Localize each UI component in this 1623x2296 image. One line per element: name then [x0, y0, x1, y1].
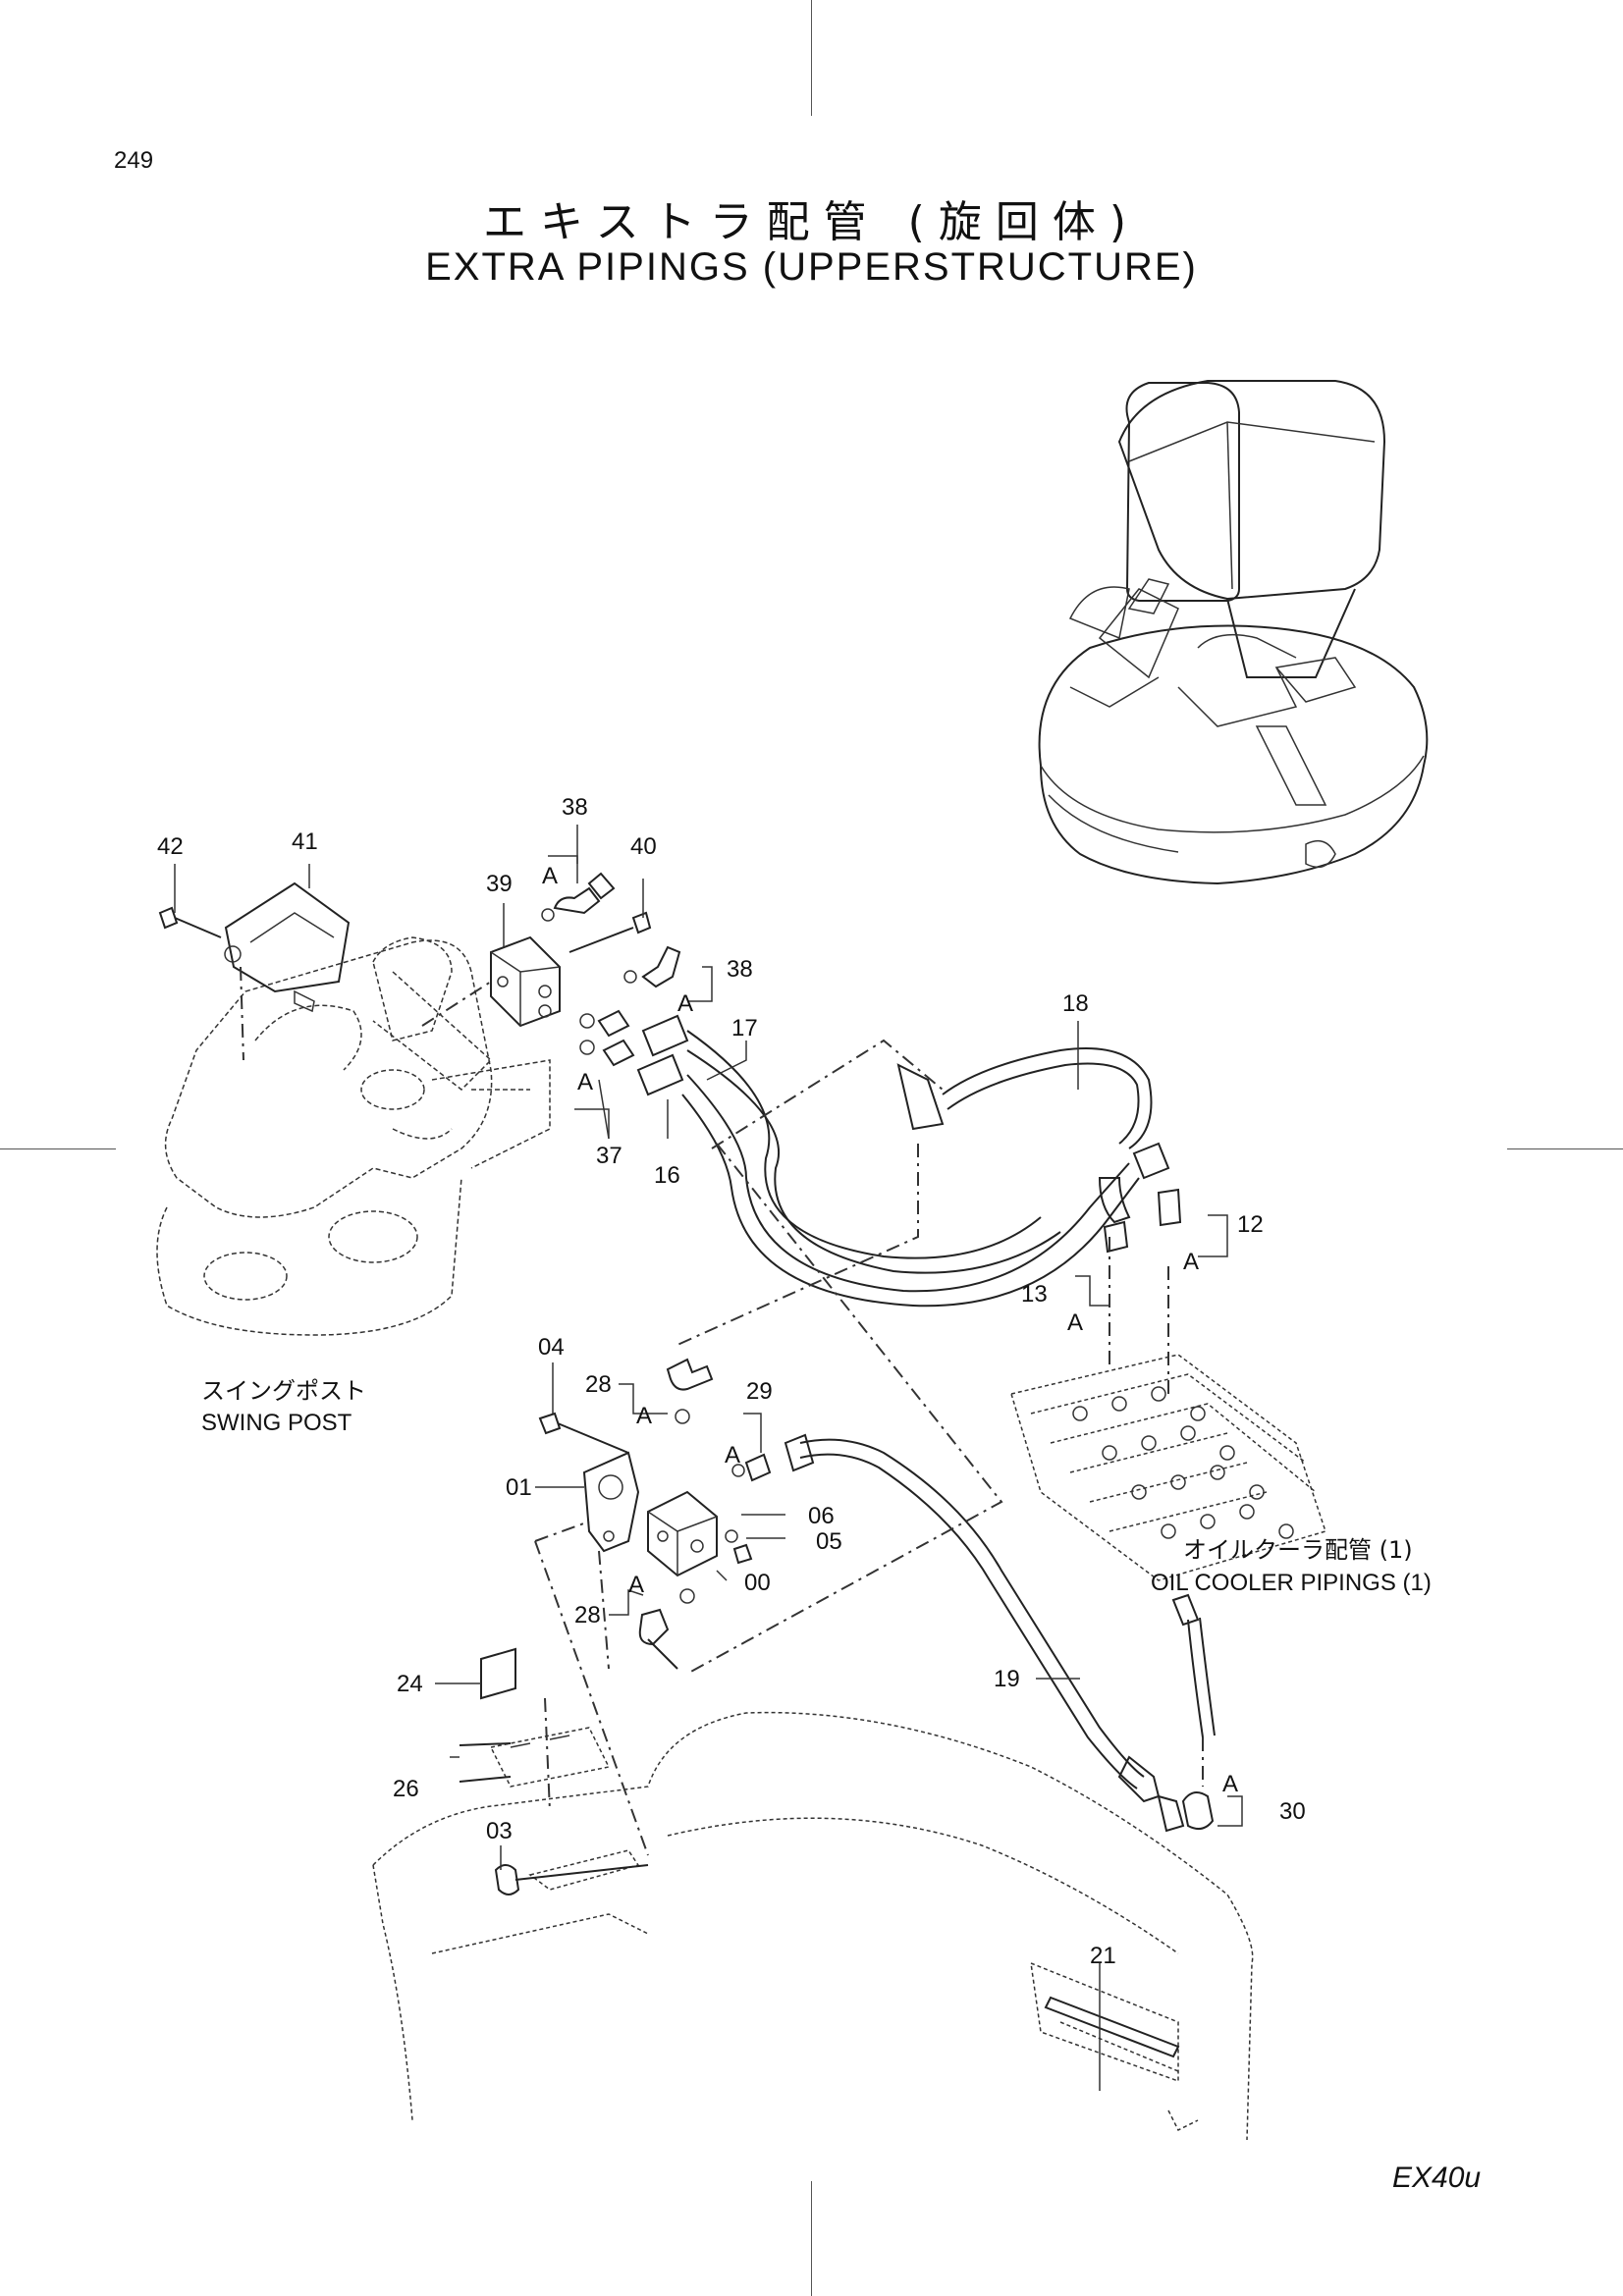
crop-mark-right: [1507, 1148, 1623, 1149]
machine-overview-illustration: [1038, 380, 1429, 885]
label-21: 21: [1090, 1943, 1116, 1969]
label-13: 13: [1021, 1281, 1048, 1308]
plate-part-24-26-03: [459, 1647, 649, 1896]
ref-mark-a: A: [1067, 1309, 1083, 1336]
page-number: 249: [114, 147, 154, 174]
leader-lines: [174, 825, 1243, 1973]
label-00: 00: [744, 1570, 771, 1596]
control-valve-bank: [1010, 1237, 1326, 1581]
label-26: 26: [393, 1776, 419, 1802]
label-39: 39: [486, 871, 513, 897]
ref-mark-a: A: [577, 1069, 593, 1095]
label-05: 05: [816, 1528, 842, 1555]
swing-post-illustration: [156, 936, 551, 1336]
swing-post-caption-en: SWING POST: [201, 1410, 352, 1436]
hoses-part-16-17-18: [681, 1030, 1182, 1308]
rail-part-21: [1044, 1973, 1180, 2091]
bolt-part-04: [538, 1412, 629, 1454]
ref-mark-a: A: [1222, 1771, 1238, 1797]
crop-mark-top: [811, 0, 812, 116]
label-12: 12: [1237, 1211, 1264, 1238]
page-title-english: EXTRA PIPINGS (UPPERSTRUCTURE): [425, 245, 1198, 289]
ref-mark-a: A: [542, 863, 558, 889]
fittings-part-28-29-05-06: [638, 1358, 772, 1670]
model-name: EX40u: [1392, 2162, 1482, 2194]
crop-mark-left: [0, 1148, 116, 1149]
label-17: 17: [731, 1015, 758, 1041]
label-30: 30: [1279, 1798, 1306, 1825]
crop-mark-bottom: [811, 2181, 812, 2296]
bracket-part-01: [582, 1451, 640, 1553]
label-42: 42: [157, 833, 184, 860]
label-40: 40: [630, 833, 657, 860]
label-37: 37: [596, 1143, 622, 1169]
label-03: 03: [486, 1818, 513, 1844]
ref-mark-a: A: [725, 1442, 740, 1468]
ref-mark-a: A: [628, 1572, 644, 1598]
label-06: 06: [808, 1503, 835, 1529]
ref-mark-a: A: [677, 990, 693, 1017]
fittings-part-38-37: [541, 872, 689, 1096]
label-01: 01: [506, 1474, 532, 1501]
page-title-japanese: エキストラ配管 (旋回体): [483, 197, 1140, 247]
label-41: 41: [292, 828, 318, 855]
valve-block-part-39: [490, 935, 561, 1028]
label-04: 04: [538, 1334, 565, 1361]
label-18: 18: [1062, 990, 1089, 1017]
oil-cooler-caption-ja: オイルクーラ配管 (1): [1183, 1536, 1413, 1564]
guard-part-41: [224, 881, 351, 1013]
bolt-part-42: [158, 906, 244, 1061]
connection-lines: [421, 981, 1003, 1856]
swing-post-caption-ja: スイングポスト: [201, 1377, 366, 1405]
oil-cooler-caption-en: OIL COOLER PIPINGS (1): [1151, 1570, 1432, 1596]
hose-part-19: [784, 1433, 1185, 1833]
label-38-lower: 38: [727, 956, 753, 983]
ref-mark-a: A: [1183, 1249, 1199, 1275]
label-24: 24: [397, 1671, 423, 1697]
label-16: 16: [654, 1162, 680, 1189]
label-28-upper: 28: [585, 1371, 612, 1398]
block-part-00: [647, 1490, 718, 1577]
label-28-lower: 28: [574, 1602, 601, 1629]
ref-mark-a: A: [636, 1403, 652, 1429]
bolt-part-40: [568, 911, 652, 953]
label-38-upper: 38: [562, 794, 588, 821]
frame-illustration: [372, 1711, 1254, 2141]
oil-cooler-pipe-part-30: [1171, 1593, 1216, 1831]
label-19: 19: [994, 1666, 1020, 1692]
label-29: 29: [746, 1378, 773, 1405]
